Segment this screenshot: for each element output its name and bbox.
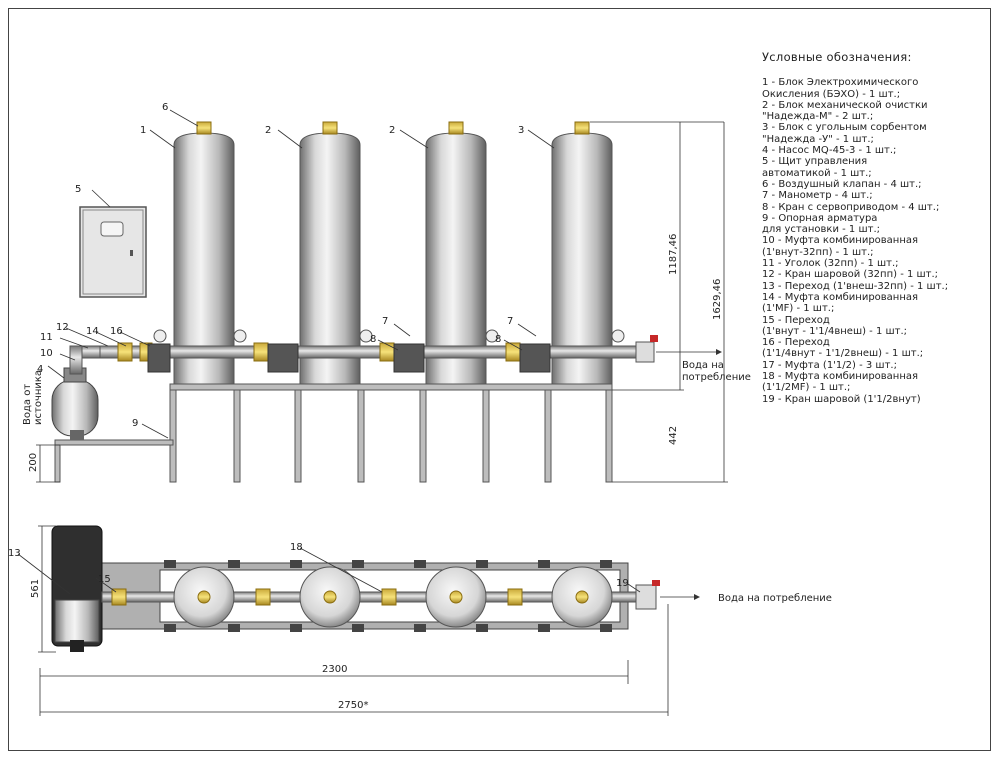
- outlet-label-2: потребление: [682, 372, 751, 383]
- legend-item: Окисления (БЭХО) - 1 шт.;: [762, 88, 901, 100]
- tank-top-1: [173, 566, 235, 628]
- legend-item: "Надежда -У" - 1 шт.;: [762, 133, 874, 145]
- legend-item: 9 - Опорная арматура: [762, 212, 878, 224]
- callout-12: 12: [56, 322, 69, 333]
- legend-item: 19 - Кран шаровой (1'1/2внут): [762, 393, 921, 405]
- legend: Условные обозначения: 1 - Блок Электрохи…: [762, 50, 990, 405]
- callout-4: 4: [37, 364, 43, 375]
- support-frame: [54, 383, 613, 483]
- dim-442: 442: [668, 426, 679, 445]
- dim-1629: 1629,46: [712, 279, 723, 320]
- top-outlet-label: Вода на потребление: [718, 593, 832, 604]
- legend-item: 13 - Переход (1'внеш-32пп) - 1 шт.;: [762, 280, 949, 292]
- inlet-label: Вода от источника: [22, 370, 44, 425]
- legend-item: 6 - Воздушный клапан - 4 шт.;: [762, 178, 922, 190]
- callout-8b: 8: [495, 334, 501, 345]
- legend-item: (1'внут-32пп) - 1 шт.;: [762, 246, 874, 258]
- callout-3: 3: [518, 125, 524, 136]
- top-outlet-arrow-head: [694, 594, 700, 600]
- legend-item: 15 - Переход: [762, 314, 830, 326]
- legend-item: 17 - Муфта (1'1/2) - 3 шт.;: [762, 359, 897, 371]
- top-dimensions: [38, 525, 669, 716]
- legend-item: 1 - Блок Электрохимического: [762, 77, 919, 89]
- callout-10: 10: [40, 348, 53, 359]
- callout-16: 16: [110, 326, 123, 337]
- legend-item: 18 - Муфта комбинированная: [762, 371, 919, 383]
- legend-item: 12 - Кран шаровой (32пп) - 1 шт.;: [762, 269, 939, 281]
- legend-item: 7 - Манометр - 4 шт.;: [762, 190, 873, 202]
- callout-11: 11: [40, 332, 53, 343]
- tank-top-4: [551, 566, 613, 628]
- legend-item: (1'1/4внут - 1'1/2внеш) - 1 шт.;: [762, 348, 924, 360]
- callout-19: 19: [616, 578, 629, 589]
- legend-item: 10 - Муфта комбинированная: [762, 235, 919, 247]
- legend-title: Условные обозначения:: [762, 50, 912, 64]
- callout-13: 13: [8, 548, 21, 559]
- callout-8a: 8: [370, 334, 376, 345]
- control-cabinet: [79, 206, 147, 298]
- fittings: [117, 329, 625, 373]
- drawing-frame: [8, 8, 991, 751]
- legend-item: 8 - Кран с сервоприводом - 4 шт.;: [762, 201, 940, 213]
- callout-1: 1: [140, 125, 146, 136]
- dim-200: 200: [28, 453, 39, 472]
- callout-7b: 7: [507, 316, 513, 327]
- callout-9: 9: [132, 418, 138, 429]
- outlet-arrow-head: [716, 349, 722, 355]
- callout-15: 15: [98, 574, 111, 585]
- tank-1: [173, 121, 235, 385]
- inlet-label-1: Вода от: [22, 384, 33, 425]
- legend-item: автоматикой - 1 шт.;: [762, 167, 872, 179]
- legend-item: (1'1/2MF) - 1 шт.;: [762, 382, 851, 394]
- top-fittings: [111, 580, 660, 610]
- tank-top-2: [299, 566, 361, 628]
- callout-18: 18: [290, 542, 303, 553]
- callout-7a: 7: [382, 316, 388, 327]
- pump-top: [51, 525, 103, 652]
- dim-2300: 2300: [322, 664, 347, 675]
- legend-item: для установки - 1 шт.;: [762, 224, 880, 236]
- callout-14: 14: [86, 326, 99, 337]
- front-leaders: [47, 109, 555, 439]
- legend-item: 4 - Насос MQ-45-3 - 1 шт.;: [762, 145, 897, 157]
- legend-item: 14 - Муфта комбинированная: [762, 291, 919, 303]
- vertical-dimensions: [36, 121, 728, 483]
- dim-561: 561: [30, 579, 41, 598]
- dim-2750: 2750*: [338, 700, 368, 711]
- pump: [51, 367, 99, 440]
- dim-1187: 1187,46: [668, 234, 679, 275]
- tank-3: [425, 121, 487, 385]
- legend-item: "Надежда-М" - 2 шт.;: [762, 111, 874, 123]
- tank-2: [299, 121, 361, 385]
- outlet-label-1: Вода на: [682, 360, 724, 371]
- callout-2a: 2: [265, 125, 271, 136]
- tank-4: [551, 121, 613, 385]
- legend-item: 2 - Блок механической очистки: [762, 99, 928, 111]
- legend-item: (1'MF) - 1 шт.;: [762, 303, 835, 315]
- top-leaders: [17, 547, 641, 595]
- legend-item: (1'внут - 1'1/4внеш) - 1 шт.;: [762, 325, 908, 337]
- tank-top-3: [425, 566, 487, 628]
- inlet-label-2: источника: [33, 370, 44, 425]
- legend-item: 3 - Блок с угольным сорбентом: [762, 122, 927, 134]
- legend-item: 5 - Щит управления: [762, 156, 868, 168]
- callout-5: 5: [75, 184, 81, 195]
- callout-2b: 2: [389, 125, 395, 136]
- legend-item: 16 - Переход: [762, 337, 830, 349]
- callout-6: 6: [162, 102, 168, 113]
- legend-item: 11 - Уголок (32пп) - 1 шт.;: [762, 258, 899, 270]
